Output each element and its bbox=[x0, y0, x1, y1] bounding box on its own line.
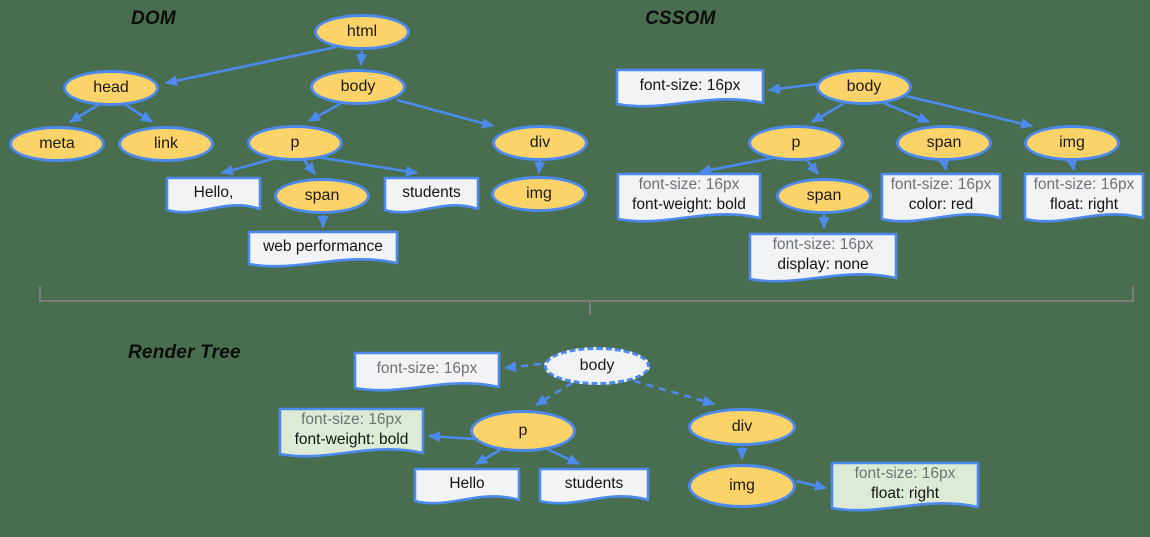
arrow-cssom-p-stylebox bbox=[699, 156, 773, 176]
arrow-html-head bbox=[165, 45, 337, 87]
render-tree-title: Render Tree bbox=[128, 342, 241, 363]
render-node-div: div bbox=[688, 408, 796, 446]
arrow-render-body-p bbox=[535, 381, 573, 407]
arrow-p-students bbox=[316, 155, 418, 177]
dom-text-web-performance: web performance bbox=[263, 237, 383, 255]
dom-node-p: p bbox=[247, 125, 343, 161]
dom-node-link: link bbox=[118, 126, 214, 162]
dom-node-meta: meta bbox=[9, 126, 105, 162]
arrow-html-body bbox=[356, 50, 368, 66]
render-style-box-img: font-size: 16px float: right bbox=[830, 461, 980, 519]
cssom-node-img: img bbox=[1024, 125, 1120, 161]
render-style-box-p: font-size: 16px font-weight: bold bbox=[278, 407, 425, 465]
dom-text-hello: Hello, bbox=[193, 183, 234, 201]
arrow-body-div bbox=[396, 98, 494, 129]
render-style-img-line2: float: right bbox=[870, 485, 940, 502]
arrow-p-span bbox=[301, 158, 317, 175]
render-node-p: p bbox=[470, 410, 576, 452]
cssom-style-p-line2: font-weight: bold bbox=[632, 196, 746, 213]
cssom-style-img-line1: font-size: 16px bbox=[1033, 176, 1135, 194]
arrow-body-p bbox=[308, 102, 341, 123]
cssom-style-box-span-child: font-size: 16px display: none bbox=[748, 232, 898, 290]
arrow-cssom-body-stylebox bbox=[768, 82, 818, 95]
render-style-p-line1: font-size: 16px bbox=[301, 411, 402, 429]
dom-node-html: html bbox=[314, 14, 410, 50]
cssom-style-box-p: font-size: 16px font-weight: bold bbox=[616, 172, 762, 230]
cssom-style-box-body: font-size: 16px bbox=[615, 68, 765, 115]
dom-text-students: students bbox=[402, 183, 461, 201]
arrow-div-img bbox=[534, 159, 546, 174]
arrow-cssom-span-stylebox bbox=[938, 158, 949, 171]
dom-node-img: img bbox=[491, 176, 587, 212]
cssom-style-span-line1: font-size: 16px bbox=[890, 176, 992, 194]
arrow-cssom-p-span bbox=[804, 158, 820, 175]
arrow-cssom-img-stylebox bbox=[1066, 158, 1077, 171]
arrow-head-link bbox=[125, 103, 153, 124]
dom-node-body: body bbox=[310, 69, 406, 105]
cssom-style-body-line1: font-size: 16px bbox=[639, 76, 741, 94]
dom-text-box-students: students bbox=[383, 176, 480, 221]
cssom-title: CSSOM bbox=[645, 8, 716, 29]
dom-node-div: div bbox=[492, 125, 588, 161]
arrow-cssom-body-img bbox=[905, 94, 1033, 129]
cssom-node-span: span bbox=[896, 125, 992, 161]
dom-node-head: head bbox=[63, 70, 159, 106]
render-node-img: img bbox=[688, 464, 796, 508]
cssom-node-p: p bbox=[748, 125, 844, 161]
cssom-node-span-child: span bbox=[776, 178, 872, 214]
arrow-head-meta bbox=[69, 103, 99, 124]
render-style-img-line1: font-size: 16px bbox=[854, 465, 956, 483]
arrow-render-body-div bbox=[633, 379, 715, 407]
arrow-cssom-body-span bbox=[883, 101, 930, 124]
cssom-style-span-line2: color: red bbox=[908, 196, 974, 213]
cssom-style-box-img: font-size: 16px float: right bbox=[1023, 172, 1145, 230]
arrow-render-p-students bbox=[546, 447, 580, 466]
cssom-style-p-line1: font-size: 16px bbox=[638, 176, 740, 194]
render-style-p-line2: font-weight: bold bbox=[294, 431, 409, 448]
cssom-node-body: body bbox=[816, 69, 912, 105]
render-text-box-students: students bbox=[538, 467, 650, 512]
render-text-students: students bbox=[564, 474, 624, 492]
cssom-style-span-child-line1: font-size: 16px bbox=[772, 236, 874, 254]
arrow-render-p-hello bbox=[475, 448, 501, 466]
render-node-body: body bbox=[544, 347, 650, 385]
cssom-style-span-child-line2: display: none bbox=[777, 256, 869, 273]
arrow-render-p-stylebox bbox=[428, 431, 475, 443]
cssom-style-img-line2: float: right bbox=[1049, 196, 1119, 213]
render-text-box-hello: Hello bbox=[413, 467, 521, 512]
dom-title: DOM bbox=[131, 8, 176, 29]
dom-text-box-hello: Hello, bbox=[165, 176, 262, 221]
render-style-body-line1: font-size: 16px bbox=[376, 360, 478, 378]
dom-node-span: span bbox=[274, 178, 370, 214]
cssom-style-box-span: font-size: 16px color: red bbox=[880, 172, 1002, 230]
render-text-hello: Hello bbox=[449, 474, 485, 492]
arrow-render-img-stylebox bbox=[795, 479, 827, 491]
arrow-p-hello bbox=[221, 156, 277, 176]
combine-bracket bbox=[39, 286, 1134, 315]
arrow-cssom-body-p bbox=[811, 102, 844, 124]
arrow-render-body-stylebox bbox=[504, 361, 542, 373]
render-style-box-body: font-size: 16px bbox=[353, 351, 501, 399]
dom-text-box-web-performance: web performance bbox=[247, 230, 399, 275]
